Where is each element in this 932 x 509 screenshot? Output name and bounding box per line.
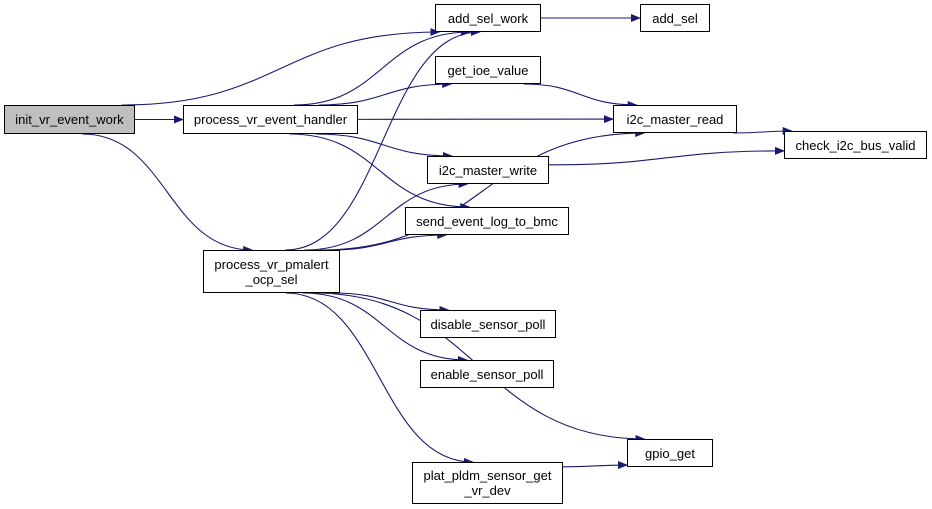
node-check-i2c-bus-valid[interactable]: check_i2c_bus_valid [784, 131, 927, 159]
edge-process_vr_event_handler-to-send_event_log_to_bmc [289, 133, 471, 211]
node-label-line: i2c_master_read [626, 111, 724, 127]
edge-i2c_master_write-to-check_i2c_bus_valid [548, 146, 785, 166]
edge-process_vr_event_handler-to-add_sel_work [293, 28, 472, 106]
node-label-line: _vr_dev [464, 483, 511, 498]
node-label-line: _ocp_sel [245, 271, 298, 287]
edge-process_vr_pmalert_ocp_sel-to-add_sel_work [285, 28, 481, 251]
node-process-vr-event-handler[interactable]: process_vr_event_handler [183, 105, 358, 134]
edge-process_vr_pmalert_ocp_sel-to-enable_sensor_poll [302, 292, 468, 364]
edge-process_vr_pmalert_ocp_sel-to-plat_pldm_sensor_get_vr_dev [285, 292, 474, 466]
edge-plat_pldm_sensor_get_vr_dev-to-gpio_get [562, 461, 628, 470]
edge-process_vr_event_handler-to-i2c_master_write [315, 133, 453, 160]
node-i2c-master-read[interactable]: i2c_master_read [613, 105, 737, 133]
node-enable-sensor-poll[interactable]: enable_sensor_poll [420, 360, 554, 388]
node-i2c-master-write[interactable]: i2c_master_write [427, 156, 549, 184]
node-gpio-get[interactable]: gpio_get [627, 439, 713, 467]
edge-process_vr_pmalert_ocp_sel-to-disable_sensor_poll [332, 292, 450, 314]
node-plat-pldm-sensor-get-vr-dev[interactable]: plat_pldm_sensor_get_vr_dev [412, 462, 563, 504]
node-label-line: plat_pldm_sensor_get [423, 468, 552, 483]
edge-process_vr_pmalert_ocp_sel-to-i2c_master_read [319, 129, 646, 251]
node-label-line: add_sel_work [447, 10, 529, 26]
node-label-line: init_vr_event_work [15, 112, 124, 127]
edge-init_vr_event_work-to-process_vr_pmalert_ocp_sel [82, 133, 254, 254]
node-get-ioe-value[interactable]: get_ioe_value [435, 56, 541, 84]
node-label-line: send_event_log_to_bmc [416, 213, 558, 229]
node-label-line: enable_sensor_poll [430, 366, 544, 382]
node-add-sel[interactable]: add_sel [640, 4, 710, 32]
node-add-sel-work[interactable]: add_sel_work [435, 4, 541, 32]
node-label-line: add_sel [652, 10, 698, 26]
edge-init_vr_event_work-to-add_sel_work [121, 28, 441, 106]
node-label-line: get_ioe_value [447, 62, 529, 78]
edge-process_vr_event_handler-to-get_ioe_value [318, 80, 453, 106]
node-init-vr-event-work[interactable]: init_vr_event_work [4, 105, 135, 134]
node-label-line: process_vr_event_handler [193, 112, 348, 127]
node-label-line: check_i2c_bus_valid [795, 137, 916, 153]
edge-get_ioe_value-to-i2c_master_read [523, 83, 638, 109]
edge-process_vr_pmalert_ocp_sel-to-send_event_log_to_bmc [328, 231, 448, 251]
node-label-line: process_vr_pmalert [214, 256, 329, 272]
node-label-line: i2c_master_write [438, 162, 538, 178]
node-disable-sensor-poll[interactable]: disable_sensor_poll [420, 310, 556, 338]
node-send-event-log-to-bmc[interactable]: send_event_log_to_bmc [405, 207, 569, 235]
edge-i2c_master_read-to-check_i2c_bus_valid [733, 127, 793, 136]
edge-process_vr_pmalert_ocp_sel-to-i2c_master_write [304, 180, 469, 251]
node-label-line: gpio_get [645, 445, 695, 461]
node-label-line: disable_sensor_poll [430, 316, 546, 332]
node-process-vr-pmalert-ocp-sel[interactable]: process_vr_pmalert_ocp_sel [203, 250, 340, 293]
